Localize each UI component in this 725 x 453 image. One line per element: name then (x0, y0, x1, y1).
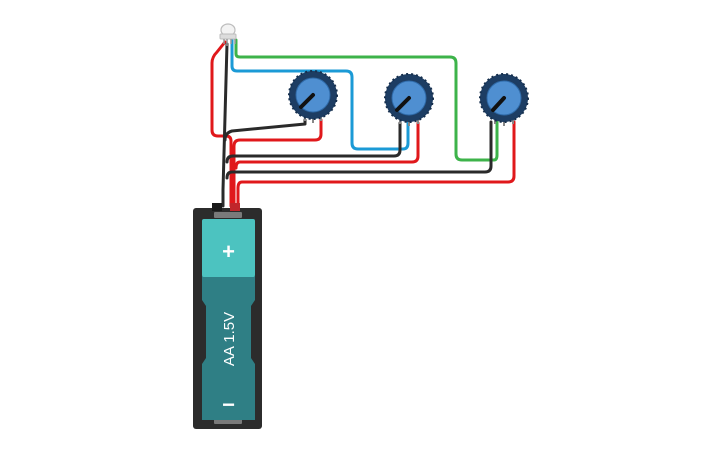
knob-pointer (491, 96, 506, 112)
battery-plus-label: + (222, 239, 235, 264)
wire-red-pot3 (236, 120, 516, 208)
battery-cell (202, 276, 255, 420)
wire-green (234, 38, 499, 162)
wire-black-led (221, 42, 229, 208)
wire-black-pot3 (225, 120, 493, 180)
battery-terminal-negative[interactable] (212, 203, 222, 211)
potentiometer-2[interactable] (384, 73, 434, 126)
knob-pointer (395, 96, 411, 112)
wire-black-pot2 (225, 121, 402, 164)
wire-black-pot1 (223, 118, 307, 142)
battery-cap (202, 219, 255, 277)
wire-blue (230, 38, 410, 151)
battery-holder[interactable] (193, 203, 262, 429)
potentiometer-1[interactable] (288, 70, 338, 123)
wire-red-led (210, 40, 233, 208)
knob-pointer (299, 93, 315, 109)
wire-red-pot2 (234, 121, 420, 170)
battery-terminal-positive[interactable] (230, 203, 240, 211)
wire-red-pot1 (232, 118, 323, 208)
battery-minus-label: − (222, 392, 235, 417)
rgb-led-icon[interactable] (219, 23, 237, 46)
battery-cell-label: AA 1.5V (221, 312, 238, 366)
potentiometer-3[interactable] (479, 73, 529, 126)
